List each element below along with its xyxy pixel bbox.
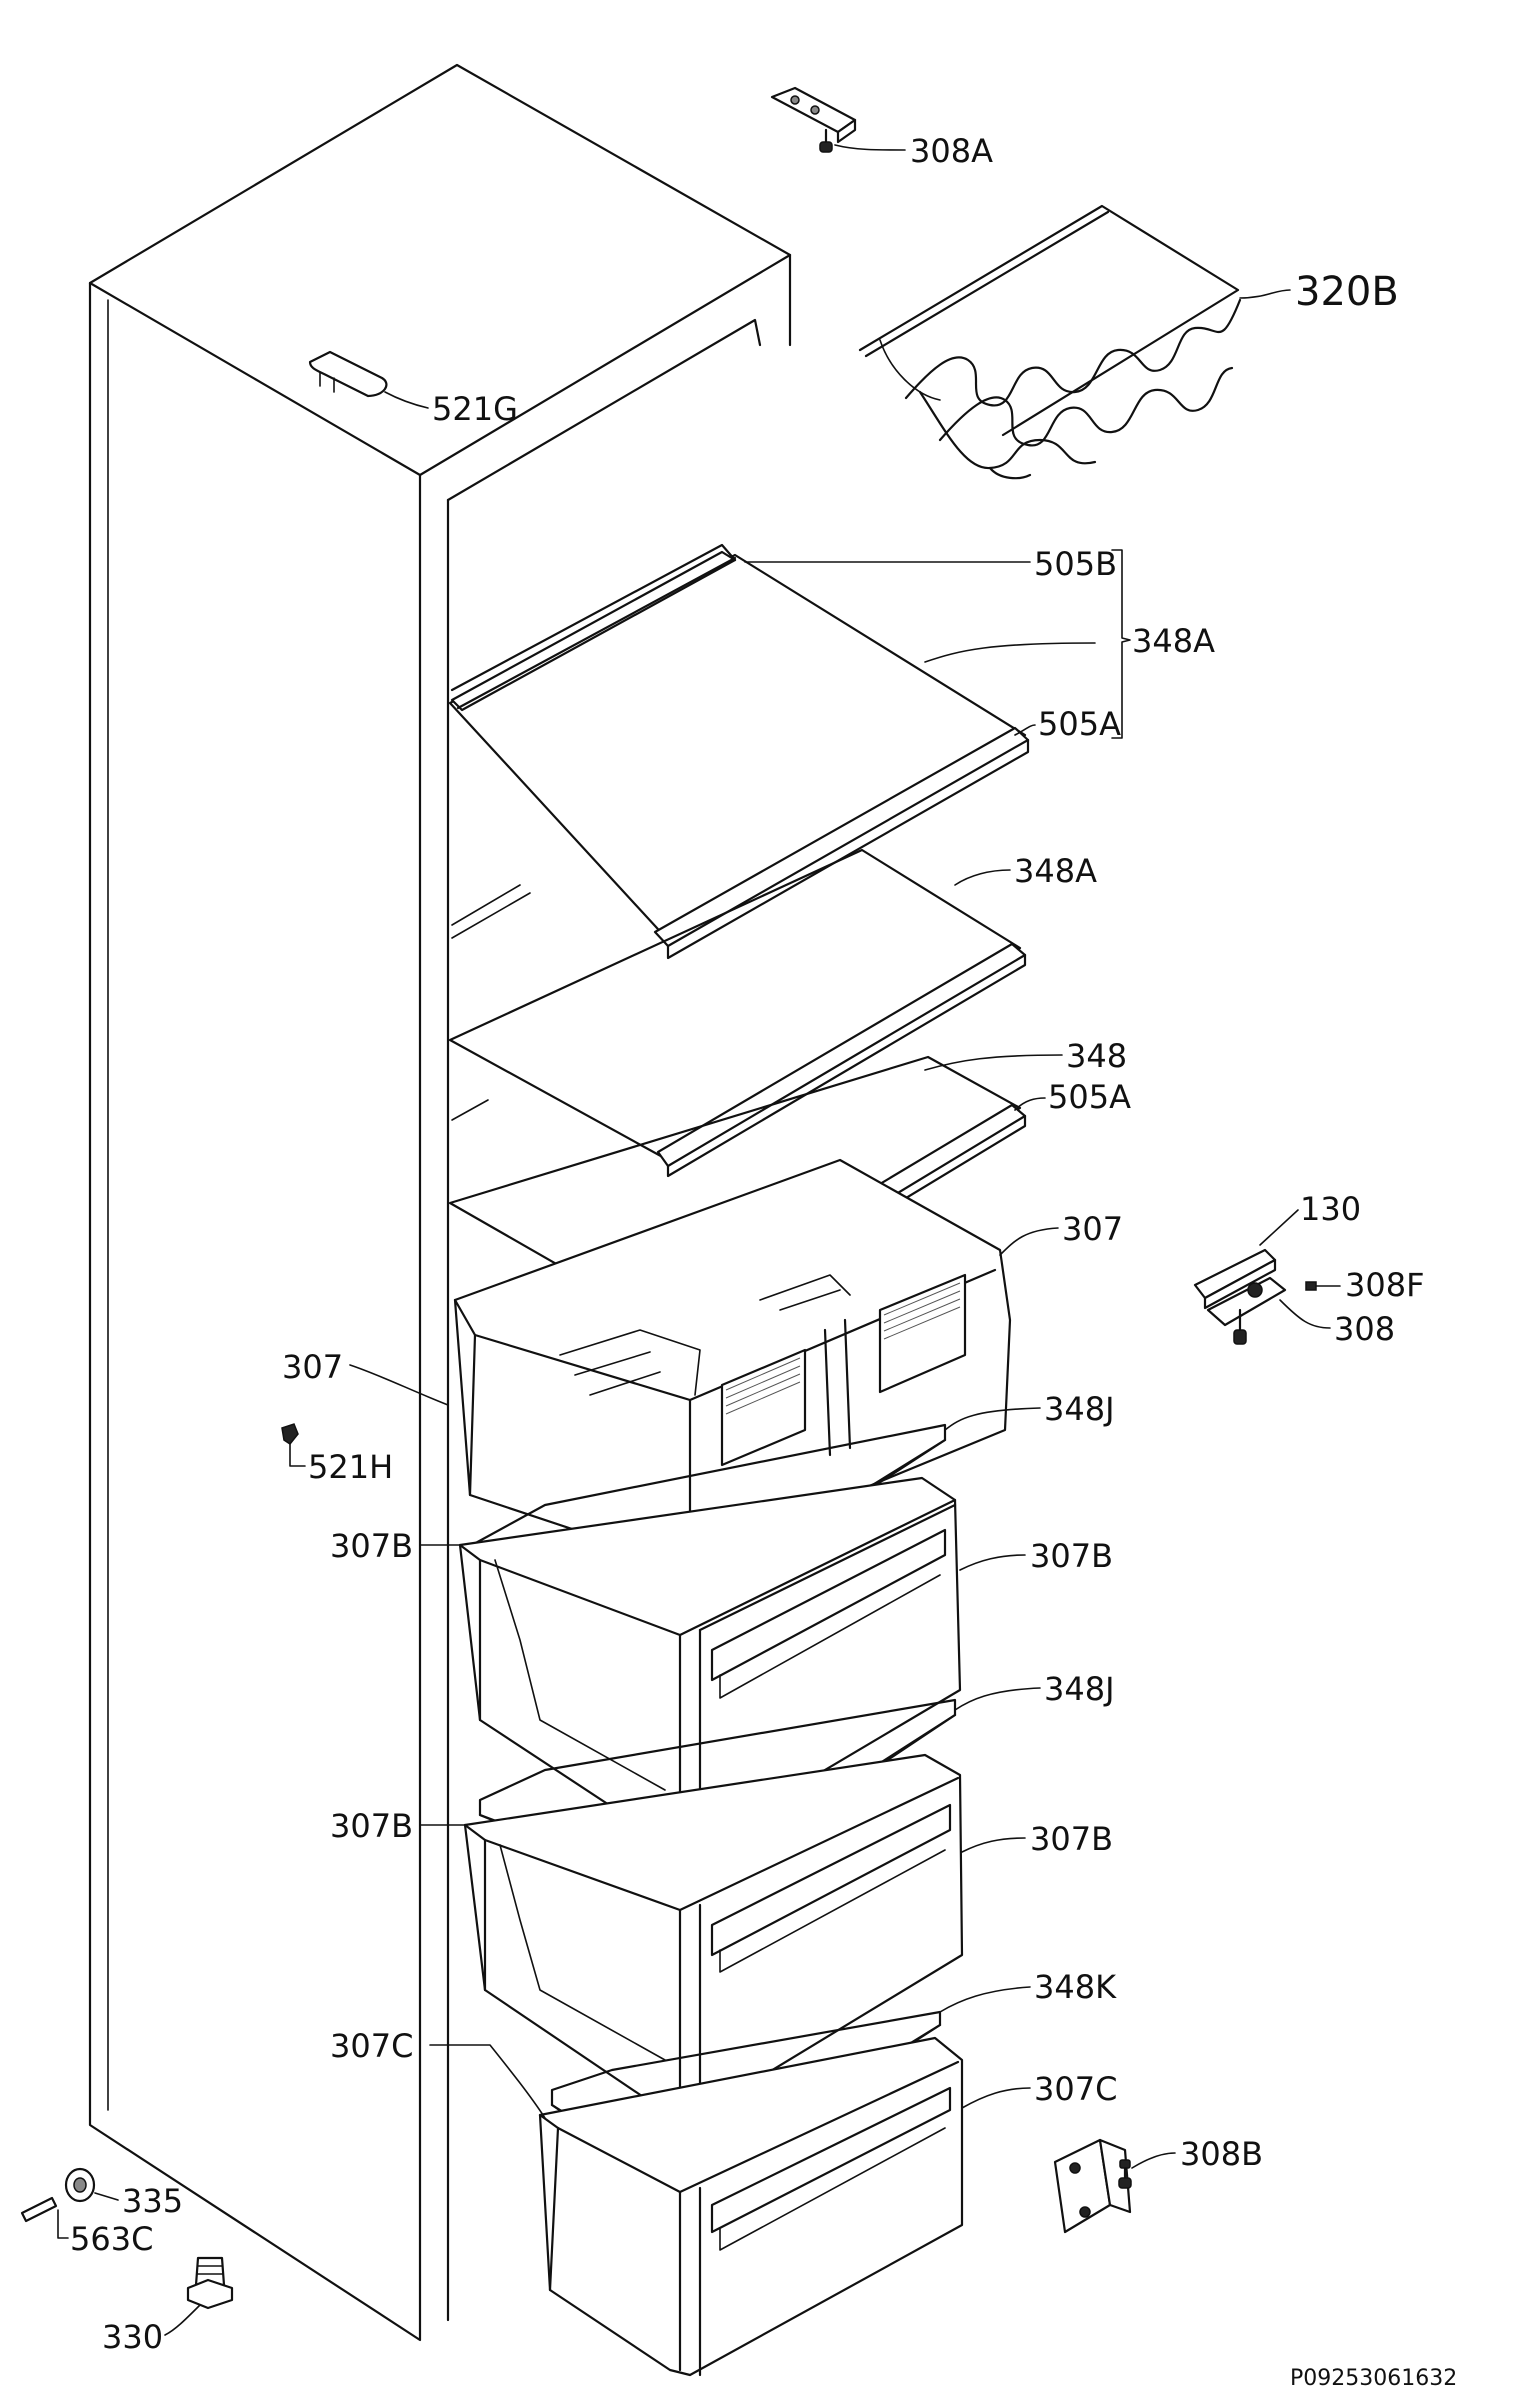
label-307b-right-lower: 307B xyxy=(1030,1820,1113,1858)
label-307-left: 307 xyxy=(282,1348,343,1386)
leader-lines xyxy=(94,144,1331,2336)
label-505a-top: 505A xyxy=(1038,705,1121,743)
part-labels: 308A 320B 521G 505B 348A 505A 348A 348 5… xyxy=(70,132,1424,2356)
freezer-drawer-307b-upper xyxy=(458,1476,962,1852)
label-563c: 563C xyxy=(70,2220,153,2258)
label-505b: 505B xyxy=(1034,545,1117,583)
label-307b-left-upper: 307B xyxy=(330,1527,413,1565)
top-cover-521g xyxy=(308,350,388,398)
label-308f: 308F xyxy=(1345,1266,1424,1304)
label-348j-lower: 348J xyxy=(1044,1670,1115,1708)
door-hinge-130-308 xyxy=(1193,1248,1341,1345)
bottom-drawer-307c xyxy=(538,2036,964,2377)
bottle-rack-320b xyxy=(858,204,1242,480)
top-hinge-308a xyxy=(770,86,857,153)
label-521h: 521H xyxy=(308,1448,393,1486)
cabinet xyxy=(88,63,792,2342)
diagram-code: P09253061632 xyxy=(1290,2366,1457,2391)
small-part-335 xyxy=(64,2167,96,2203)
label-335: 335 xyxy=(122,2182,183,2220)
label-348a-middle: 348A xyxy=(1014,852,1097,890)
small-part-563c xyxy=(20,2196,69,2239)
freezer-drawer-307b-lower xyxy=(463,1753,964,2122)
adjustable-foot-330 xyxy=(186,2256,234,2310)
label-307b-right-upper: 307B xyxy=(1030,1537,1113,1575)
label-308a: 308A xyxy=(910,132,993,170)
glass-shelf-348a-top xyxy=(448,543,1030,960)
label-505a-lower: 505A xyxy=(1048,1078,1131,1116)
label-307b-left-lower: 307B xyxy=(330,1807,413,1845)
label-348k: 348K xyxy=(1034,1968,1117,2006)
crisper-drawer-307 xyxy=(453,1158,1012,1564)
label-308b: 308B xyxy=(1180,2135,1263,2173)
label-348j-upper: 348J xyxy=(1044,1390,1115,1428)
label-308: 308 xyxy=(1334,1310,1395,1348)
label-320b: 320B xyxy=(1295,269,1399,315)
bottom-hinge-308b xyxy=(1053,2138,1132,2234)
label-348: 348 xyxy=(1066,1037,1127,1075)
label-330: 330 xyxy=(102,2318,163,2356)
label-307c-left: 307C xyxy=(330,2027,413,2065)
small-part-521h xyxy=(281,1423,306,1467)
label-307c-right: 307C xyxy=(1034,2070,1117,2108)
label-521g: 521G xyxy=(432,390,518,428)
label-130: 130 xyxy=(1300,1190,1361,1228)
label-307-right: 307 xyxy=(1062,1210,1123,1248)
label-348a-top: 348A xyxy=(1132,622,1215,660)
